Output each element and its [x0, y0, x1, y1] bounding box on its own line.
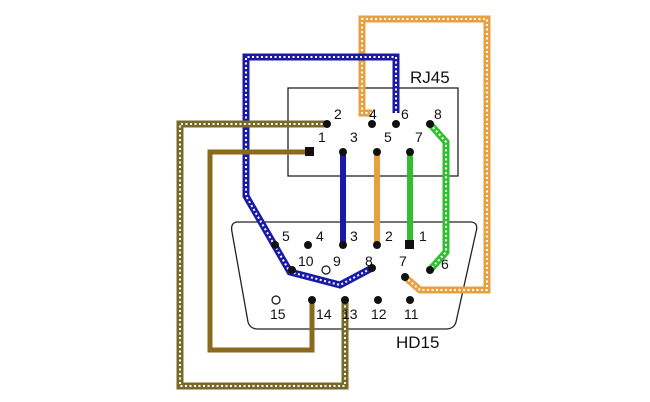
hd15-connector-outline: [230, 221, 478, 330]
rj45-pin-5-label: 5: [384, 129, 392, 145]
rj45-pin-7-dot: [406, 148, 414, 156]
hd15-pin-7-dot: [401, 273, 409, 281]
rj45-pin-3-dot: [339, 148, 347, 156]
rj45-pin-2-label: 2: [334, 106, 342, 122]
rj45-pin-7-label: 7: [415, 129, 423, 145]
rj45-pin-1-label: 1: [318, 129, 326, 145]
hd15-pin-6-dot: [426, 266, 434, 274]
hd15-pin-7-label: 7: [399, 253, 407, 269]
rj45-connector-outline: [287, 87, 459, 177]
hd15-pin-9-label: 9: [333, 253, 341, 269]
hd15-pin-1-square: [405, 240, 414, 249]
hd15-label: HD15: [396, 333, 439, 352]
rj45-pin-1-square: [305, 147, 314, 156]
wire-orange-white: [358, 15, 491, 294]
hd15-pin-14-label: 14: [316, 306, 332, 322]
rj45-pin-8-label: 8: [434, 106, 442, 122]
rj45-pin-3-label: 3: [350, 129, 358, 145]
rj45-pin-8-dot: [426, 120, 434, 128]
hd15-pin-11-label: 11: [404, 306, 419, 322]
wire-brown-white: [176, 120, 349, 390]
hd15-pin-10-dot: [288, 266, 296, 274]
hd15-pin-13-label: 13: [342, 306, 358, 322]
hd15-pin-4-dot: [304, 241, 312, 249]
rj45-pin-6-dot: [392, 120, 400, 128]
hd15-pin-5-label: 5: [282, 228, 290, 244]
hd15-pin-8-dot: [368, 264, 376, 272]
hd15-pin-15-hole: [271, 295, 281, 305]
hd15-pin-6-label: 6: [441, 256, 449, 272]
hd15-pin-4-label: 4: [316, 228, 324, 244]
hd15-pin-5-dot: [271, 241, 279, 249]
wire-brown: [207, 149, 315, 353]
hd15-pin-2-label: 2: [385, 228, 393, 244]
hd15-pin-3-label: 3: [350, 228, 358, 244]
hd15-pin-10-label: 10: [298, 253, 314, 269]
hd15-pin-13-dot: [341, 296, 349, 304]
hd15-pin-15-label: 15: [270, 306, 286, 322]
hd15-pin-2-dot: [373, 241, 381, 249]
hd15-pin-3-dot: [339, 241, 347, 249]
rj45-pin-2-dot: [323, 120, 331, 128]
hd15-pin-1-label: 1: [419, 228, 427, 244]
hd15-pin-9-hole: [321, 265, 331, 275]
rj45-pin-5-dot: [373, 148, 381, 156]
hd15-pin-12-dot: [374, 296, 382, 304]
wire-blue-white: [242, 53, 400, 289]
hd15-pin-12-label: 12: [371, 306, 387, 322]
hd15-pins: 1 2 3 4 5 6 7 8 9 10 11 12 13 14 15: [270, 228, 449, 322]
hd15-pin-8-label: 8: [365, 253, 373, 269]
hd15-pin-11-dot: [406, 296, 414, 304]
rj45-pins: 1 2 3 4 5 6 7 8: [305, 106, 442, 156]
wire-green-white: [427, 121, 450, 273]
rj45-label: RJ45: [410, 68, 450, 87]
hd15-pin-14-dot: [308, 296, 316, 304]
rj45-pin-4-label: 4: [369, 106, 377, 122]
rj45-pin-6-label: 6: [401, 106, 409, 122]
rj45-pin-4-dot: [368, 120, 376, 128]
